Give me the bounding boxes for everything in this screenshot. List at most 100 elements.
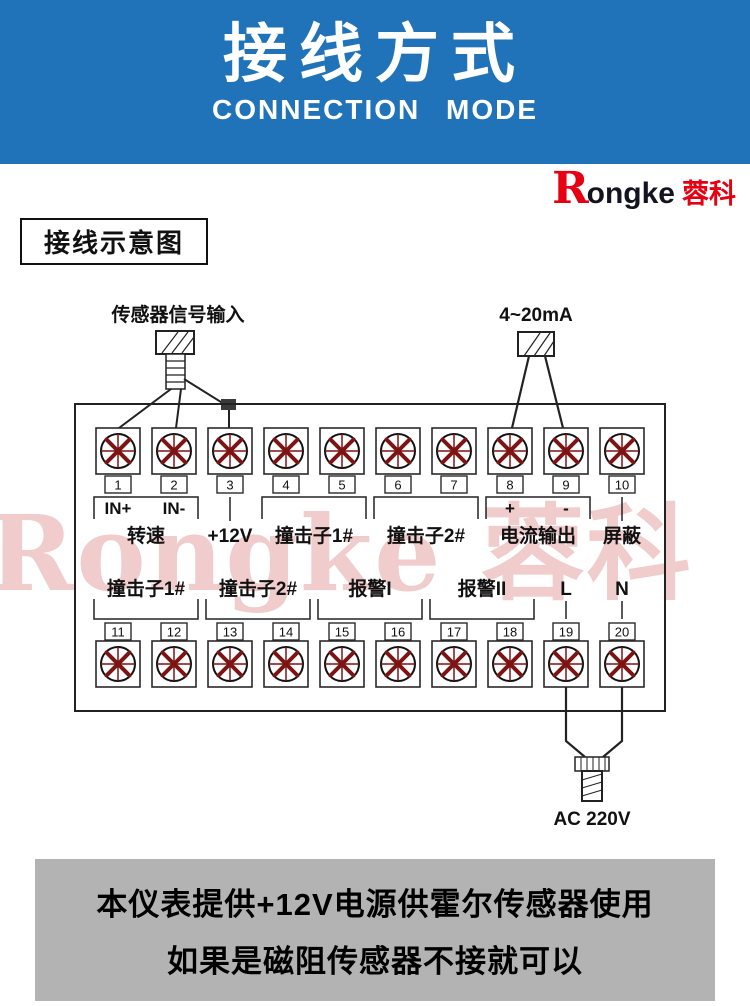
terminal-number-box [608,622,636,641]
terminal-bottom: 19 [543,622,589,688]
terminal-top: 6 [375,427,421,494]
terminal-bottom: 13 [207,622,253,688]
section-title: 接线示意图 [20,218,209,265]
terminal-number: 2 [170,478,177,493]
terminal-number: 8 [506,478,513,493]
terminal-number-box [552,622,580,641]
group-bracket [429,599,535,620]
terminal-number-box [216,622,244,641]
group-bracket [485,496,591,519]
terminal-top: 10 [599,427,645,494]
terminal-number: 19 [559,625,573,640]
note-line-2: 如果是磁阻传感器不接就可以 [167,944,583,979]
terminal-number: 15 [335,625,349,640]
terminal-number-box [496,622,524,641]
terminal-group-label: 屏蔽 [603,525,642,547]
terminal-group-label: L [560,579,572,600]
group-bracket [93,599,199,620]
sensor-input-label: 传感器信号输入 [110,303,244,326]
terminal-number-box [440,622,468,641]
terminal-number-box [440,475,468,494]
terminal-number-box [328,622,356,641]
current-output-label: 4~20mA [499,305,573,326]
terminal-number-box [272,622,300,641]
terminal-number-box [104,475,132,494]
ac-power-plug-icon [574,756,610,802]
terminal-number-box [328,475,356,494]
terminal-number: 4 [282,478,289,493]
sensor-connector-icon [155,330,195,390]
terminal-number: 14 [279,625,293,640]
terminal-group-label: 电流输出 [500,524,576,547]
terminal-group-label: +12V [208,526,253,547]
terminal-number: 3 [226,478,233,493]
terminal-bottom: 12 [151,622,197,688]
terminal-top: 9 [543,427,589,494]
terminal-number-box [216,475,244,494]
terminal-group-label: 报警I [348,577,391,600]
terminal-number-box [272,475,300,494]
terminal-polarity-label: + [505,499,515,518]
terminal-number: 13 [223,625,237,640]
terminal-number-box [384,622,412,641]
ac-voltage-label: AC 220V [553,809,630,830]
terminal-number-box [496,475,524,494]
terminal-number: 18 [503,625,517,640]
page-title: 接线方式 [223,18,527,90]
terminal-number: 5 [338,478,345,493]
terminal-group-label: 转速 [127,524,165,547]
terminal-top: 4 [263,427,309,494]
terminal-bottom: 20 [599,622,645,688]
ac-power-wires [564,687,624,758]
terminal-number-box [160,475,188,494]
terminal-bottom: 17 [431,622,477,688]
terminal-group-label: 撞击子2# [219,577,298,600]
terminal-polarity-label: - [563,499,569,518]
page-subtitle: CONNECTION MODE [212,93,538,125]
terminal-number: 6 [394,478,401,493]
header-banner: 接线方式 CONNECTION MODE [0,0,750,164]
terminal-number: 11 [111,625,125,640]
terminal-bottom: 18 [487,622,533,688]
terminal-bottom: 15 [319,622,365,688]
terminal-number: 1 [114,478,121,493]
terminal-group-label: 报警II [458,577,507,600]
group-bracket [93,496,199,519]
terminal-group-label: 撞击子1# [275,524,354,547]
group-bracket [317,599,423,620]
group-bracket [205,599,311,620]
terminal-top: 5 [319,427,365,494]
terminal-number: 20 [615,625,629,640]
terminal-top: 7 [431,427,477,494]
terminal-number-box [608,475,636,494]
terminal-number-box [104,622,132,641]
terminal-number: 16 [391,625,405,640]
brand-logo-cn: 蓉科 [682,179,736,209]
terminal-top: 1 [95,427,141,494]
terminal-group-label: 撞击子2# [387,524,466,547]
brand-logo-text: ongke [586,177,675,210]
terminal-polarity-label: IN- [163,499,186,518]
terminal-number: 12 [167,625,181,640]
terminal-top: 2 [151,427,197,494]
note-box: 本仪表提供+12V电源供霍尔传感器使用 如果是磁阻传感器不接就可以 [35,859,715,1001]
terminal-number-box [384,475,412,494]
note-line-1: 本仪表提供+12V电源供霍尔传感器使用 [96,887,654,922]
wiring-diagram-svg: 传感器信号输入 4~20mA [74,303,666,830]
brand-logo-mark: R [552,163,589,214]
current-loop-connector-icon [510,331,565,429]
terminal-top: 8 [487,427,533,494]
terminal-bottom: 14 [263,622,309,688]
terminal-number: 9 [562,478,569,493]
terminal-number-box [160,622,188,641]
terminal-number: 7 [450,478,457,493]
terminal-number-box [552,475,580,494]
terminal-number: 17 [447,625,461,640]
group-bracket [373,496,479,519]
terminal-polarity-label: IN+ [105,499,132,518]
terminal-top: 3 [207,427,253,494]
